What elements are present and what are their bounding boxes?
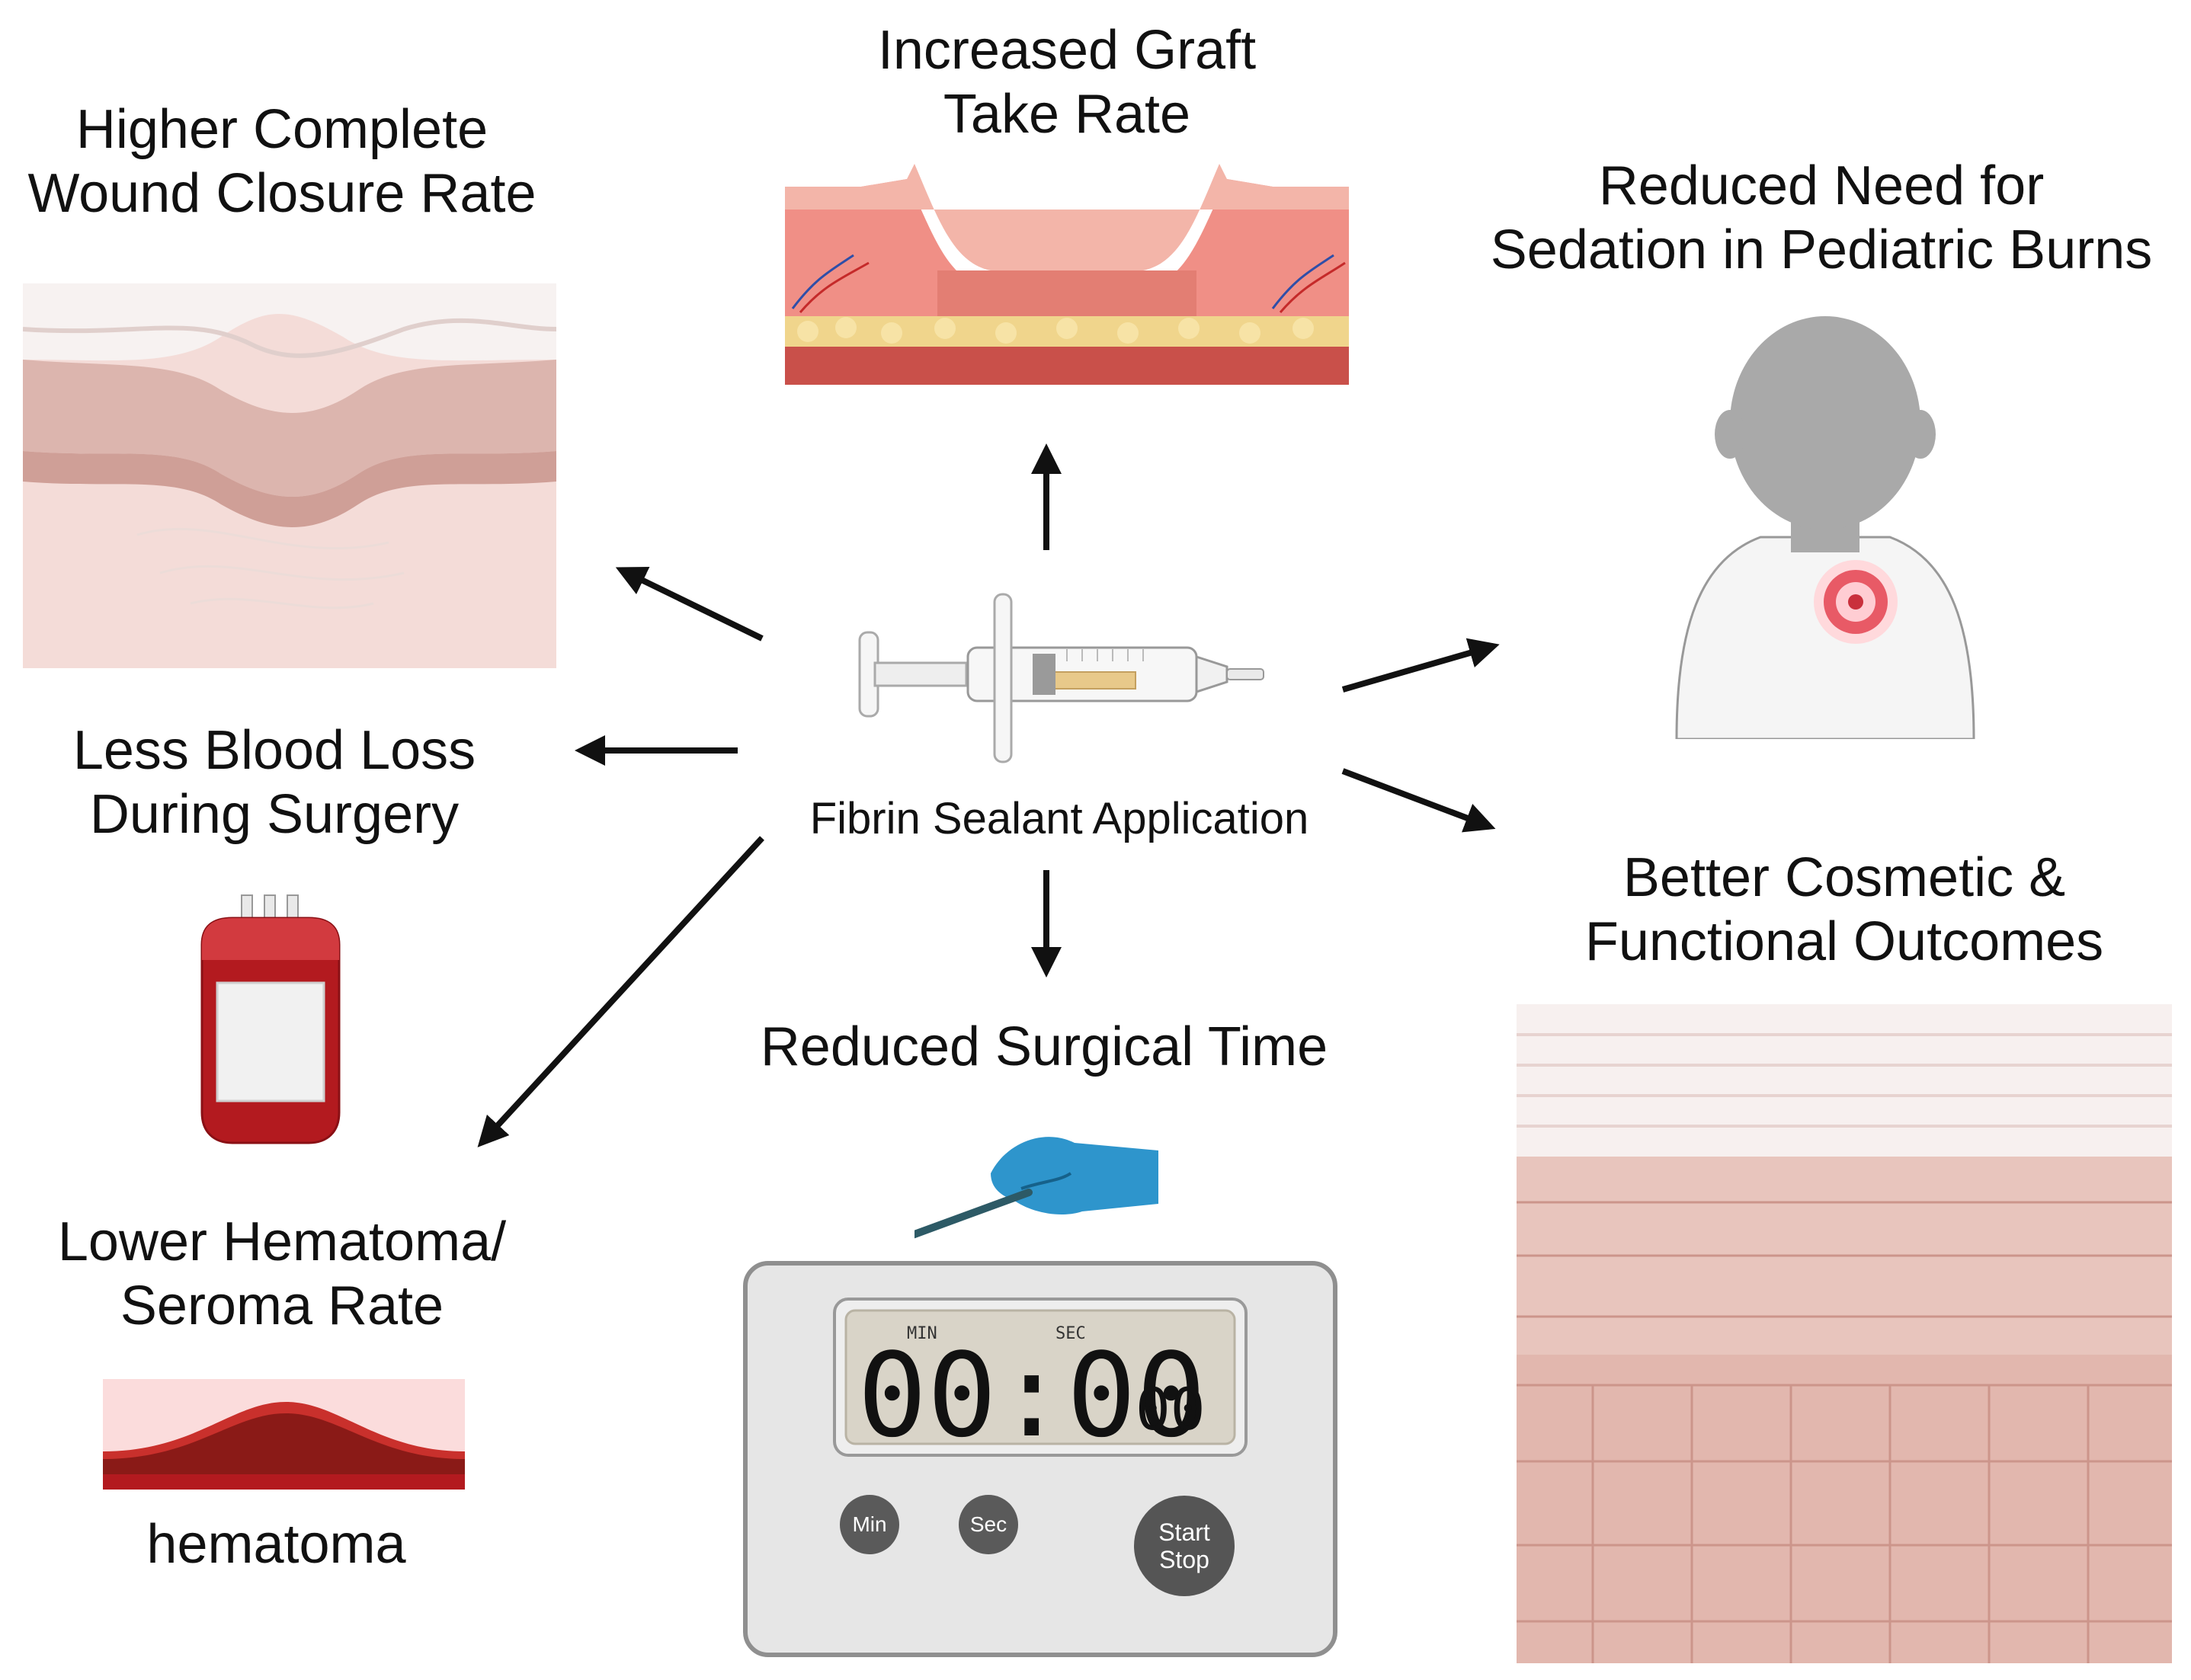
timer-display: 00:00 xyxy=(857,1328,1206,1463)
syringe-icon xyxy=(858,593,1264,763)
blood-loss-title-line1: Less Blood Loss xyxy=(72,720,476,781)
arrow-to-hematoma xyxy=(477,836,764,1147)
arrow-to-cosmetic xyxy=(1341,768,1496,833)
sedation-title-line2: Sedation in Pediatric Burns xyxy=(1490,219,2153,280)
sedation-title: Reduced Need for Sedation in Pediatric B… xyxy=(1463,154,2180,282)
blood-loss-title: Less Blood Loss During Surgery xyxy=(0,718,549,846)
cosmetic-title: Better Cosmetic & Functional Outcomes xyxy=(1505,846,2183,974)
graft-take-title: Increased Graft Take Rate xyxy=(762,18,1372,146)
timer-sec-button[interactable]: Sec xyxy=(959,1495,1018,1554)
healed-skin-illustration xyxy=(23,283,556,668)
hematoma-caption: hematoma xyxy=(146,1514,406,1575)
timer-start-label: Start xyxy=(1158,1518,1210,1546)
hematoma-title: Lower Hematoma/ Seroma Rate xyxy=(0,1210,564,1338)
surgical-time-title: Reduced Surgical Time xyxy=(701,1015,1387,1079)
timer-min-button[interactable]: Min xyxy=(840,1495,899,1554)
sedation-title-line1: Reduced Need for xyxy=(1598,155,2045,216)
timer-min-label: MIN xyxy=(907,1324,937,1343)
hematoma-title-line2: Seroma Rate xyxy=(120,1275,444,1336)
blood-loss-title-line2: During Surgery xyxy=(89,784,460,845)
graft-take-title-line1: Increased Graft xyxy=(877,20,1257,81)
cosmetic-title-line1: Better Cosmetic & xyxy=(1622,847,2066,908)
blood-bag-icon xyxy=(200,894,341,1144)
arrow-to-sedation xyxy=(1341,638,1500,693)
center-label: Fibrin Sealant Application xyxy=(809,794,1309,843)
surgical-time-title-line1: Reduced Surgical Time xyxy=(760,1016,1328,1077)
gloved-hand-scalpel-icon xyxy=(915,1137,1158,1239)
hematoma-illustration xyxy=(103,1379,465,1490)
skin-graft-illustration xyxy=(785,164,1349,385)
child-burn-illustration xyxy=(1675,316,1975,739)
timer-stop-label: Stop xyxy=(1159,1546,1209,1573)
cosmetic-title-line2: Functional Outcomes xyxy=(1584,911,2104,972)
normal-skin-illustration xyxy=(1517,1004,2172,1663)
wound-closure-title-line1: Higher Complete xyxy=(75,99,488,160)
timer-display-hundredths: 00 xyxy=(1136,1375,1206,1443)
timer-sec-label: SEC xyxy=(1055,1324,1086,1343)
arrow-to-wound-closure xyxy=(615,567,764,642)
graft-take-title-line2: Take Rate xyxy=(943,84,1191,145)
wound-closure-title-line2: Wound Closure Rate xyxy=(27,163,537,224)
timer-start-stop-button[interactable]: Start Stop xyxy=(1134,1496,1235,1596)
hematoma-title-line1: Lower Hematoma/ xyxy=(57,1211,507,1272)
wound-closure-title: Higher Complete Wound Closure Rate xyxy=(0,98,564,226)
